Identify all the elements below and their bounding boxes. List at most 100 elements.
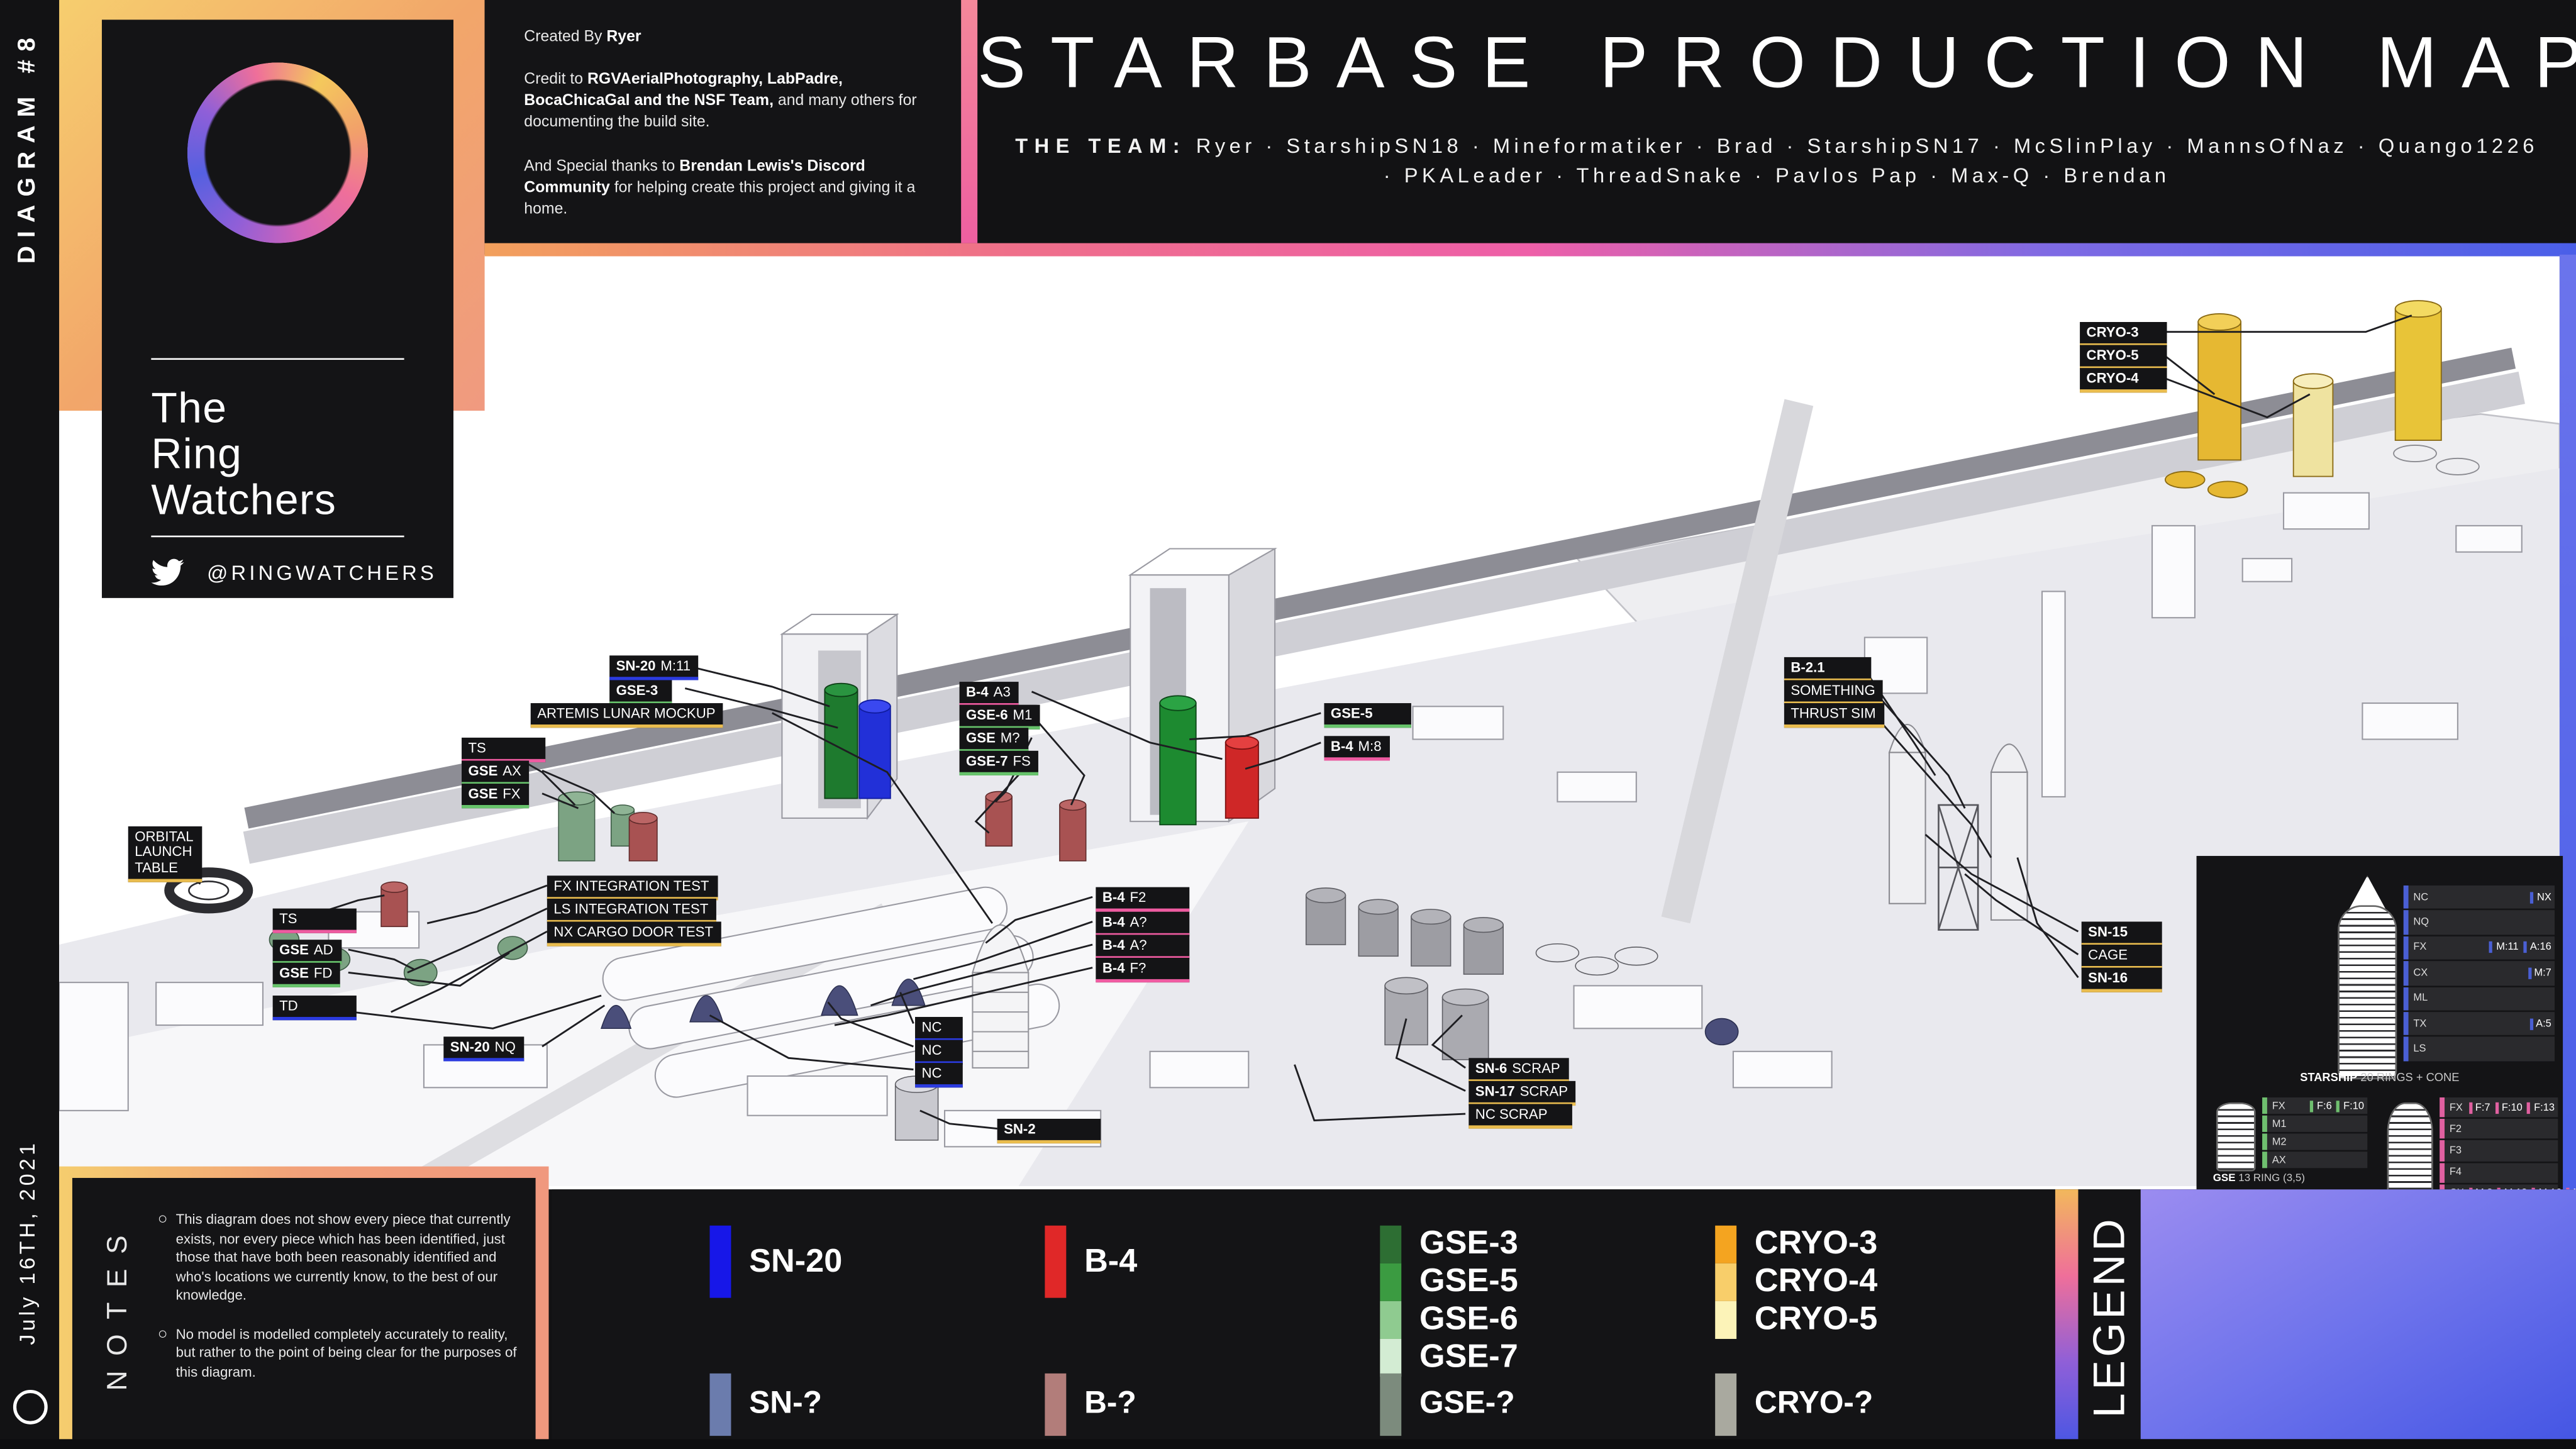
legend-item: B-4	[1045, 1225, 1138, 1298]
legend-swatch	[1380, 1301, 1402, 1339]
b4-stack	[1224, 735, 1259, 819]
legend-swatch	[1715, 1373, 1737, 1436]
note-item: ○No model is modelled completely accurat…	[158, 1325, 519, 1382]
legend-label: GSE-?	[1419, 1386, 1515, 1421]
legend-panel: SN-20 SN-? B-4 B-? GSE-3 GSE-5 GSE-6 GSE…	[552, 1189, 2055, 1440]
legend-label: SN-20	[749, 1243, 843, 1279]
leader-lines	[183, 314, 2412, 1130]
team-list: THE TEAM: Ryer · StarshipSN18 · Mineform…	[1011, 131, 2543, 191]
header-gradient-strip	[484, 243, 2576, 257]
legend-group: SN-20 SN-?	[709, 1189, 1038, 1439]
legend-heading: LEGEND	[2084, 1216, 2135, 1418]
ring-logo-icon	[187, 62, 369, 243]
stacking-row: M2	[2262, 1133, 2368, 1150]
legend-item-unknown: CRYO-?	[1715, 1373, 1873, 1436]
team-label: THE TEAM:	[1015, 135, 1187, 158]
divider	[151, 535, 404, 538]
twitter-handle-row[interactable]: @RINGWATCHERS	[151, 558, 437, 586]
legend-item-unknown: B-?	[1045, 1373, 1136, 1436]
credit-text: Credit to RGVAerialPhotography, LabPadre…	[524, 70, 917, 131]
notes-list: ○This diagram does not show every piece …	[158, 1211, 519, 1401]
legend-group: B-4 B-?	[1045, 1189, 1373, 1439]
created-by: Created By Ryer	[524, 28, 641, 47]
stacking-row: ML	[2403, 986, 2555, 1011]
legend-swatch	[1715, 1263, 1737, 1301]
legend-heading-bar: LEGEND	[2078, 1189, 2141, 1449]
stacking-row: F2	[2440, 1119, 2558, 1140]
legend-label: SN-?	[749, 1386, 822, 1421]
stacking-row: F4	[2440, 1162, 2558, 1183]
legend-label: CRYO-5	[1754, 1301, 1878, 1338]
legend-swatch	[1715, 1301, 1737, 1339]
legend-item: GSE-5	[1380, 1263, 1518, 1301]
legend-swatch	[1045, 1225, 1067, 1298]
credits-panel: Created By Ryer Credit to RGVAerialPhoto…	[484, 0, 962, 243]
twitter-icon	[151, 558, 184, 586]
legend-label: B-?	[1084, 1386, 1136, 1421]
legend-group: GSE-3 GSE-5 GSE-6 GSE-7 GSE-?	[1380, 1189, 1708, 1439]
legend-swatch	[1380, 1338, 1402, 1377]
gse-cylinders	[269, 791, 635, 987]
title-panel: STARBASE PRODUCTION MAP THE TEAM: Ryer ·…	[977, 0, 2576, 243]
stacking-row: LS	[2403, 1037, 2555, 1061]
rocket-glyph	[2216, 1102, 2256, 1172]
legend-item: SN-20	[709, 1225, 843, 1298]
legend-item: CRYO-3	[1715, 1225, 1877, 1263]
legend-item: CRYO-5	[1715, 1301, 1877, 1339]
legend-swatch	[1380, 1225, 1402, 1263]
legend-label: GSE-5	[1419, 1263, 1518, 1300]
maroon-cylinders	[380, 791, 1087, 928]
cryo-stacks	[2165, 300, 2480, 499]
legend-label: GSE-6	[1419, 1301, 1518, 1338]
stacking-caption: GSE 13 RING (3,5)	[2212, 1173, 2305, 1185]
legend-item: GSE-7	[1380, 1338, 1518, 1377]
rocket-glyph	[2338, 905, 2397, 1080]
circle-bullet-icon: ○	[157, 1324, 168, 1343]
cross-road	[1661, 399, 1814, 924]
legend-item: GSE-6	[1380, 1301, 1518, 1339]
legend-swatch	[1045, 1373, 1067, 1436]
legend-item-unknown: GSE-?	[1380, 1373, 1515, 1436]
stacking-caption: STARSHIP 20 RINGS + CONE	[2300, 1072, 2460, 1085]
ring-glyph-icon	[13, 1389, 48, 1424]
legend-label: CRYO-4	[1754, 1263, 1878, 1300]
notes-panel: NOTES ○This diagram does not show every …	[59, 1166, 549, 1443]
credits-accent-strip	[961, 0, 978, 243]
navy-cones	[601, 979, 1739, 1046]
dark-road	[244, 347, 2516, 829]
diagram-number-strip: DIAGRAM #8	[0, 0, 60, 608]
legend-swatch	[1380, 1373, 1402, 1436]
legend-group: CRYO-3 CRYO-4 CRYO-5 CRYO-?	[1715, 1189, 2043, 1439]
page-title: STARBASE PRODUCTION MAP	[977, 23, 2576, 104]
legend-gradient-strip	[2055, 1189, 2079, 1449]
legend-item: GSE-3	[1380, 1225, 1518, 1263]
legend-swatch	[1715, 1225, 1737, 1263]
legend-swatch	[1380, 1263, 1402, 1301]
suborbital-site	[1888, 723, 2028, 931]
sn20-stack	[824, 682, 891, 799]
stacking-row: M1	[2262, 1115, 2368, 1132]
legend-item: CRYO-4	[1715, 1263, 1877, 1301]
legend-label: B-4	[1084, 1243, 1138, 1279]
legend-swatch	[709, 1225, 731, 1298]
legend-label: GSE-7	[1419, 1338, 1518, 1375]
date-label: July 16TH, 2021	[14, 1140, 40, 1345]
twitter-handle[interactable]: @RINGWATCHERS	[207, 561, 438, 584]
circle-bullet-icon: ○	[157, 1211, 168, 1229]
stacking-row: F3	[2440, 1140, 2558, 1161]
notes-heading: NOTES	[101, 1220, 133, 1391]
gse5-stack	[1159, 695, 1197, 826]
legend-swatch	[709, 1373, 731, 1436]
light-road	[243, 371, 2525, 864]
corner-gradient-zone	[2140, 1189, 2576, 1440]
